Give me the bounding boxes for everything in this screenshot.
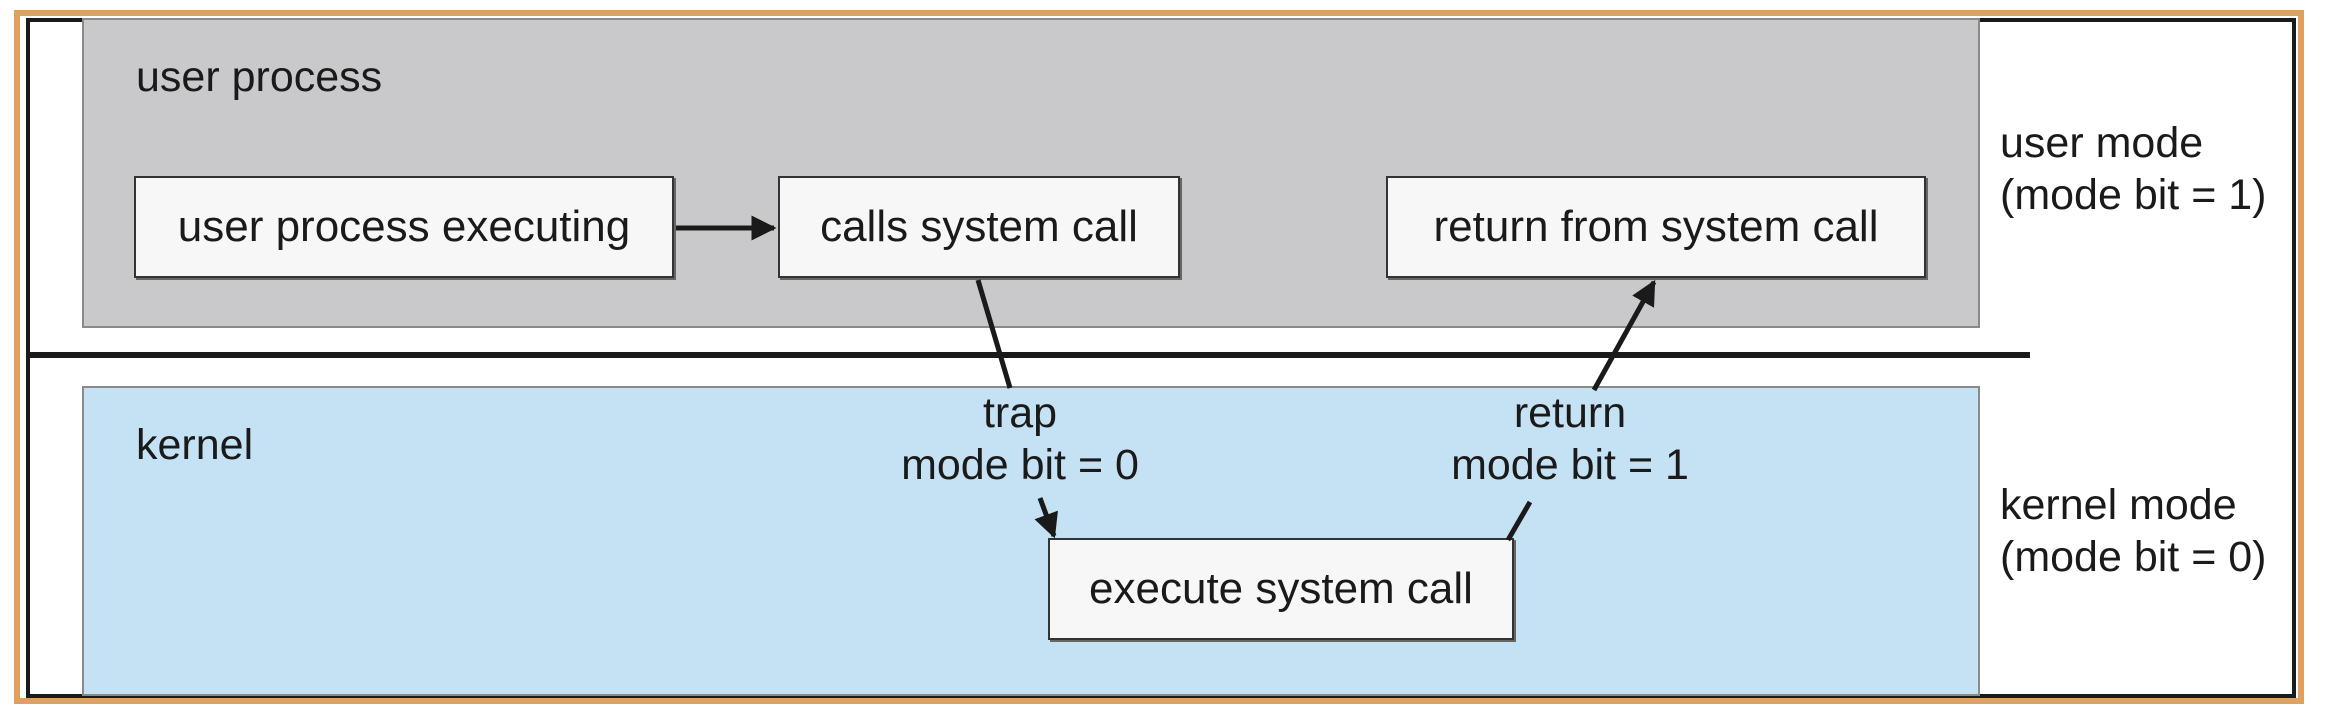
user-process-label: user process: [136, 53, 383, 101]
return-from-system-call-box: return from system call: [1386, 176, 1926, 278]
execute-system-call-box: execute system call: [1048, 538, 1514, 640]
user-process-executing-box: user process executing: [134, 176, 674, 278]
calls-system-call-box: calls system call: [778, 176, 1180, 278]
kernel-mode-line1: kernel mode: [2000, 481, 2237, 529]
return-from-system-call-text: return from system call: [1433, 202, 1879, 251]
return-label-line1: return: [1513, 389, 1627, 437]
mode-divider-line: [26, 352, 2030, 358]
kernel-mode-line2: (mode bit = 0): [2000, 532, 2267, 581]
trap-label-line1: trap: [982, 389, 1058, 437]
return-label-line2: mode bit = 1: [1451, 440, 1689, 489]
user-process-executing-text: user process executing: [177, 202, 631, 251]
trap-label-line2: mode bit = 0: [901, 440, 1139, 489]
kernel-mode-label: kernel mode (mode bit = 0): [2000, 480, 2266, 583]
kernel-region: [82, 386, 1980, 696]
user-mode-line2: (mode bit = 1): [2000, 170, 2267, 219]
execute-system-call-text: execute system call: [1089, 564, 1473, 613]
trap-label: trap mode bit = 0: [880, 388, 1160, 491]
calls-system-call-text: calls system call: [820, 202, 1138, 251]
user-mode-line1: user mode: [2000, 119, 2204, 167]
kernel-label: kernel: [136, 421, 254, 469]
return-label: return mode bit = 1: [1430, 388, 1710, 491]
user-mode-label: user mode (mode bit = 1): [2000, 118, 2266, 221]
